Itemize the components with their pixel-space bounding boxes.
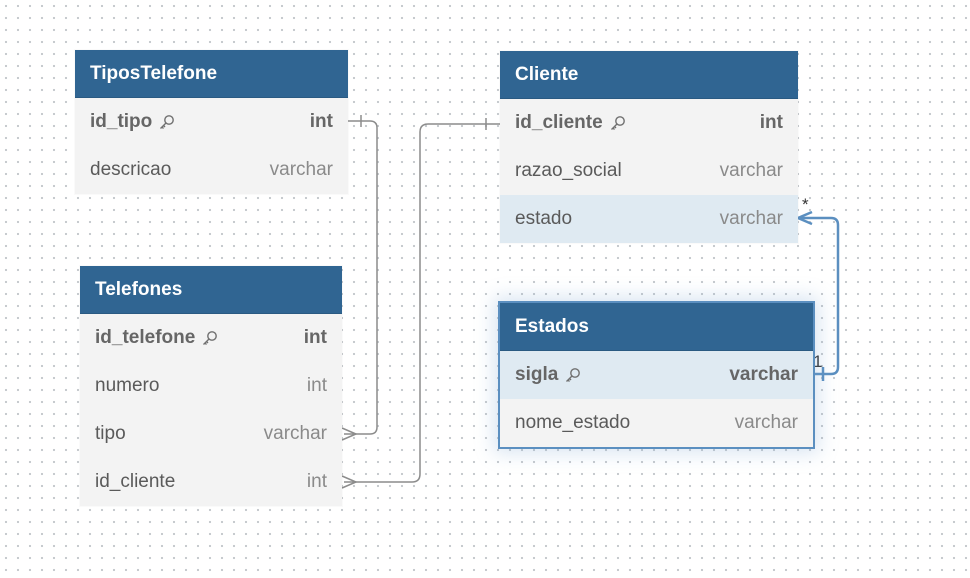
column-name: id_cliente bbox=[515, 112, 626, 134]
column-row-id-cliente[interactable]: id_cliente int bbox=[80, 458, 342, 506]
column-row-nome-estado[interactable]: nome_estado varchar bbox=[500, 399, 813, 447]
column-name: tipo bbox=[95, 423, 126, 444]
key-icon bbox=[609, 115, 626, 132]
column-name: id_cliente bbox=[95, 471, 176, 492]
table-cliente[interactable]: Cliente id_cliente int razao_social varc… bbox=[500, 51, 798, 243]
column-type: int bbox=[759, 112, 783, 133]
column-name: nome_estado bbox=[515, 412, 631, 433]
column-name: estado bbox=[515, 208, 573, 229]
column-name: descricao bbox=[90, 159, 172, 180]
table-estados[interactable]: Estados sigla varchar nome_estado varcha… bbox=[498, 301, 815, 449]
column-name: id_telefone bbox=[95, 327, 218, 349]
cardinality-many-label: * bbox=[802, 195, 809, 214]
key-icon bbox=[564, 367, 581, 384]
column-name: id_tipo bbox=[90, 111, 175, 133]
column-type: varchar bbox=[729, 364, 798, 385]
column-row-tipo[interactable]: tipo varchar bbox=[80, 410, 342, 458]
cardinality-one-label: 1 bbox=[813, 352, 823, 371]
relation-cliente-telefones[interactable] bbox=[341, 118, 500, 489]
column-row-descricao[interactable]: descricao varchar bbox=[75, 146, 348, 194]
table-tipos-telefone[interactable]: TiposTelefone id_tipo int descricao varc… bbox=[75, 50, 348, 194]
column-name: sigla bbox=[515, 364, 581, 386]
table-title: Estados bbox=[500, 303, 813, 351]
column-name-text: id_tipo bbox=[90, 111, 153, 132]
column-type: int bbox=[306, 471, 327, 492]
table-title: TiposTelefone bbox=[75, 50, 348, 98]
table-title: Telefones bbox=[80, 266, 342, 314]
column-row-id-tipo[interactable]: id_tipo int bbox=[75, 98, 348, 146]
column-type: varchar bbox=[719, 208, 783, 229]
column-type: varchar bbox=[719, 160, 783, 181]
column-name: numero bbox=[95, 375, 160, 396]
column-name-text: id_telefone bbox=[95, 327, 196, 348]
column-row-razao-social[interactable]: razao_social varchar bbox=[500, 147, 798, 195]
key-icon bbox=[158, 114, 175, 131]
table-title: Cliente bbox=[500, 51, 798, 99]
column-name-text: sigla bbox=[515, 364, 559, 385]
column-type: int bbox=[309, 111, 333, 132]
column-type: int bbox=[306, 375, 327, 396]
column-row-numero[interactable]: numero int bbox=[80, 362, 342, 410]
column-name-text: id_cliente bbox=[515, 112, 603, 133]
column-row-id-cliente[interactable]: id_cliente int bbox=[500, 99, 798, 147]
column-type: varchar bbox=[269, 159, 333, 180]
key-icon bbox=[201, 330, 218, 347]
column-type: int bbox=[303, 327, 327, 348]
column-row-sigla[interactable]: sigla varchar bbox=[500, 351, 813, 399]
column-row-estado[interactable]: estado varchar bbox=[500, 195, 798, 243]
column-row-id-telefone[interactable]: id_telefone int bbox=[80, 314, 342, 362]
column-name: razao_social bbox=[515, 160, 622, 181]
column-type: varchar bbox=[263, 423, 327, 444]
table-telefones[interactable]: Telefones id_telefone int numero int tip… bbox=[80, 266, 342, 506]
column-type: varchar bbox=[734, 412, 798, 433]
